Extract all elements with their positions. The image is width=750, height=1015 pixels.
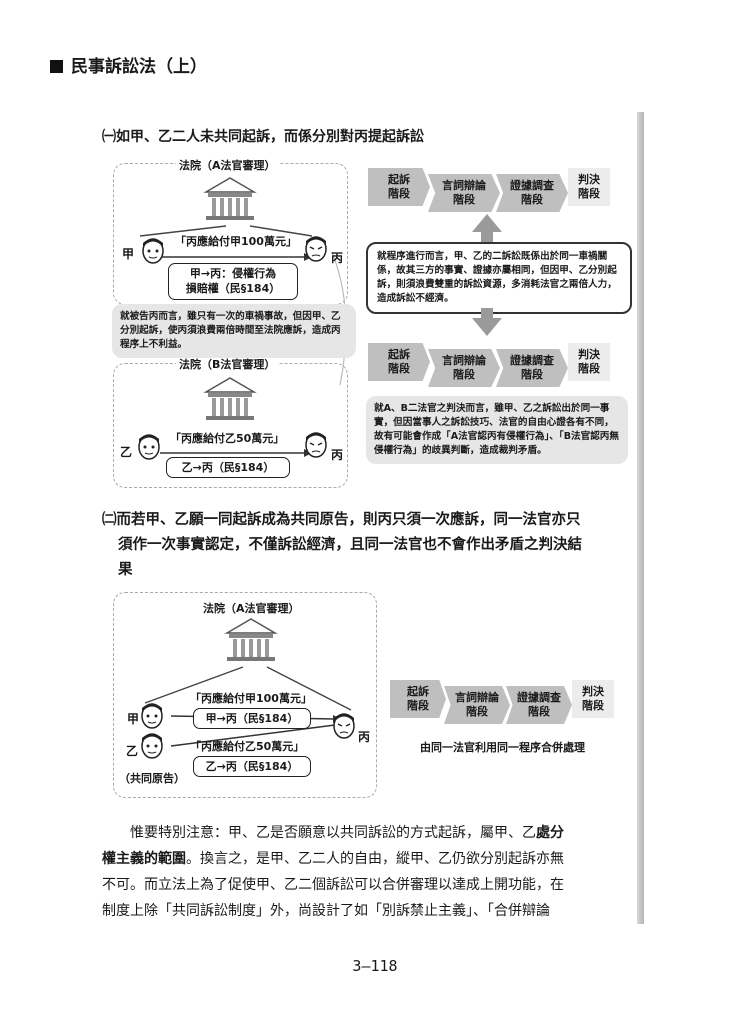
- court-a-label: 法院（A法官審理）: [176, 157, 279, 173]
- closing-paragraph: 惟要特別注意：甲、乙是否願意以共同訴訟的方式起訴，屬甲、乙處分 權主義的範圍。換…: [102, 820, 634, 924]
- step-flow-3: 起訴 階段 言詞辯論 階段 證據調查 階段 判決 階段: [390, 680, 638, 724]
- court-joint-box: [113, 592, 377, 798]
- step-oral-argument: 言詞辯論 階段: [428, 174, 500, 212]
- courthouse-icon: [203, 377, 257, 420]
- co-plaintiff-label: （共同原告）: [119, 772, 185, 785]
- face-bing-icon: [333, 713, 355, 739]
- face-jia-icon: [142, 238, 164, 264]
- step-evidence: 證據調查 階段: [496, 174, 568, 212]
- paragraph-line-1: 惟要特別注意：甲、乙是否願意以共同訴訟的方式起訴，屬甲、乙處分: [130, 825, 564, 841]
- paragraph-line-3: 不可。而立法上為了促使甲、乙二個訴訟可以合併審理以達成上開功能，在: [102, 877, 564, 893]
- section-2-title: ㈡而若甲、乙願一同起訴成為共同原告，則丙只須一次應訴，同一法官亦只 須作一次事實…: [102, 508, 632, 583]
- label-yi: 乙: [126, 744, 139, 758]
- chapter-title: 民事訴訟法（上）: [71, 57, 207, 77]
- joint-legal-basis-b: 乙→丙（民§184）: [193, 756, 311, 778]
- legal-basis-a: 甲→丙：侵權行為 損賠權（民§184）: [168, 263, 298, 300]
- joint-claim-a: 「丙應給付甲100萬元」: [190, 692, 312, 705]
- page-number: 3—118: [352, 957, 398, 975]
- face-jia-icon: [141, 703, 163, 729]
- step-prosecution: 起訴 階段: [368, 168, 430, 206]
- label-jia: 甲: [122, 247, 135, 261]
- step-evidence: 證據調查 階段: [496, 349, 568, 387]
- step-prosecution: 起訴 階段: [368, 343, 430, 381]
- step-judgment: 判決 階段: [568, 168, 610, 206]
- step-evidence: 證據調查 階段: [506, 686, 572, 724]
- double-arrow-icon: [472, 214, 502, 336]
- court-joint-label: 法院（A法官審理）: [200, 600, 303, 616]
- section-2-title-line3: 果: [118, 562, 133, 578]
- paragraph-line-4: 制度上除「共同訴訟制度」外，尚設計了如「別訴禁止主義」、「合併辯論: [102, 903, 550, 919]
- label-jia: 甲: [127, 712, 140, 726]
- legal-basis-a-line2: 損賠權（民§184）: [185, 282, 281, 296]
- court-b-label: 法院（B法官審理）: [176, 356, 279, 372]
- section-2-title-line1: ㈡而若甲、乙願一同起訴成為共同原告，則丙只須一次應訴，同一法官亦只: [102, 512, 581, 528]
- label-bing: 丙: [358, 730, 371, 744]
- step-judgment: 判決 階段: [572, 680, 614, 718]
- label-yi: 乙: [120, 445, 133, 459]
- step-judgment: 判決 階段: [568, 343, 610, 381]
- section-2-title-line2: 須作一次事實認定，不僅訴訟經濟，且同一法官也不會作出矛盾之判決結: [118, 537, 582, 553]
- face-yi-icon: [141, 733, 163, 759]
- step-prosecution: 起訴 階段: [390, 680, 446, 718]
- step-flow-2: 起訴 階段 言詞辯論 階段 證據調查 階段 判決 階段: [368, 343, 616, 387]
- face-bing-icon: [305, 432, 327, 458]
- claim-b: 「丙應給付乙50萬元」: [170, 432, 285, 445]
- note-judgment: 就A、B二法官之判決而言，雖甲、乙之訴訟出於同一事實，但因當事人之訴訟技巧、法官…: [366, 396, 628, 464]
- note-defendant: 就被告丙而言，雖只有一次的車禍事故，但因甲、乙分別起訴，使丙須浪費兩倍時間至法院…: [112, 304, 356, 358]
- legal-basis-b: 乙→丙（民§184）: [166, 457, 290, 479]
- section-1-title: ㈠如甲、乙二人未共同起訴，而係分別對丙提起訴訟: [102, 129, 424, 145]
- note-procedure: 就程序進行而言，甲、乙的二訴訟既係出於同一車禍關係，故其三方的事實、證據亦屬相同…: [366, 242, 632, 314]
- joint-caption: 由同一法官利用同一程序合併處理: [420, 741, 585, 754]
- label-bing: 丙: [331, 448, 344, 462]
- step-flow-1: 起訴 階段 言詞辯論 階段 證據調查 階段 判決 階段: [368, 168, 616, 212]
- square-bullet-icon: [50, 60, 63, 73]
- courthouse-icon: [203, 177, 257, 220]
- joint-legal-basis-a: 甲→丙（民§184）: [193, 708, 311, 730]
- legal-basis-a-line1: 甲→丙：侵權行為: [189, 267, 277, 280]
- page-edge-shadow: [637, 112, 644, 924]
- joint-claim-b: 「丙應給付乙50萬元」: [190, 740, 305, 753]
- chapter-header: 民事訴訟法（上）: [50, 52, 207, 77]
- step-oral-argument: 言詞辯論 階段: [444, 686, 510, 724]
- face-yi-icon: [138, 434, 160, 460]
- courthouse-icon: [224, 618, 278, 661]
- face-bing-icon: [305, 236, 327, 262]
- paragraph-line-2: 權主義的範圍。換言之，是甲、乙二人的自由，縱甲、乙仍欲分別起訴亦無: [102, 851, 564, 867]
- claim-a: 「丙應給付甲100萬元」: [175, 235, 297, 248]
- section-1-diagram: [138, 177, 347, 460]
- label-bing: 丙: [331, 251, 344, 265]
- step-oral-argument: 言詞辯論 階段: [428, 349, 500, 387]
